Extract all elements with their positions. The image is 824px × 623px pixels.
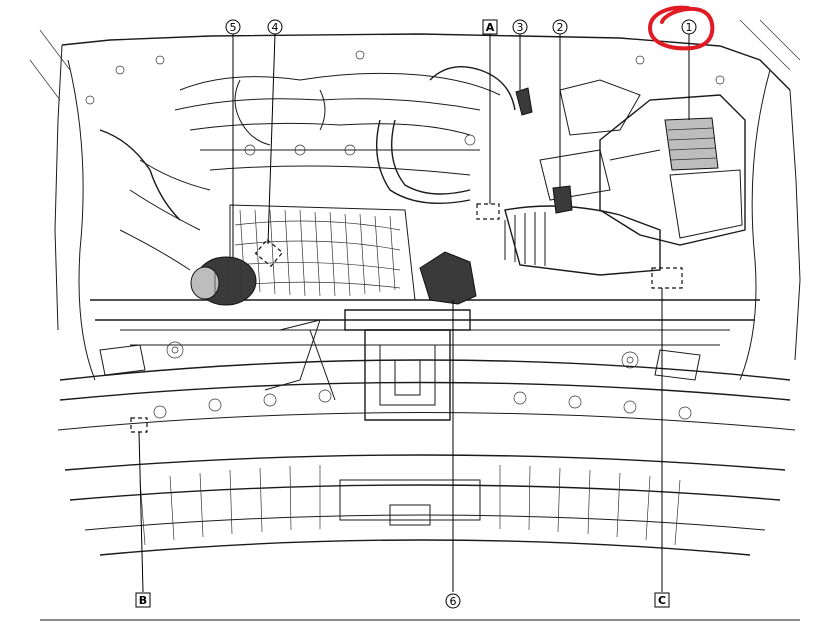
callout-2: 2 [552, 19, 568, 35]
location-c-box [651, 267, 683, 289]
location-b-box [130, 417, 148, 433]
callout-c: C [654, 592, 670, 608]
part-5-shape [190, 256, 257, 306]
callout-5-label: 5 [230, 21, 237, 34]
callout-a: A [482, 19, 498, 35]
callout-1: 1 [681, 19, 697, 35]
callout-b-label: B [139, 594, 147, 607]
callout-c-label: C [658, 594, 666, 607]
callout-a-label: A [486, 21, 495, 34]
location-a-box [476, 203, 500, 220]
location-markers [130, 203, 683, 433]
part-1-shape [664, 117, 719, 171]
callout-6-label: 6 [450, 595, 457, 608]
callout-3: 3 [512, 19, 528, 35]
callout-4: 4 [267, 19, 283, 35]
callout-4-label: 4 [272, 21, 279, 34]
red-highlight-circle [647, 5, 715, 51]
part-2-shape [552, 185, 573, 214]
part-3-shape [515, 87, 533, 116]
leader-lines [138, 33, 690, 593]
callout-3-label: 3 [517, 21, 524, 34]
part-6-shape [419, 251, 477, 305]
callout-1-label: 1 [686, 21, 693, 34]
callout-b: B [135, 592, 151, 608]
callout-2-label: 2 [557, 21, 564, 34]
callout-5: 5 [225, 19, 241, 35]
highlighted-parts [190, 87, 719, 306]
callout-6: 6 [445, 593, 461, 609]
location-4-box [254, 238, 284, 268]
engine-bay-linework [29, 19, 801, 621]
